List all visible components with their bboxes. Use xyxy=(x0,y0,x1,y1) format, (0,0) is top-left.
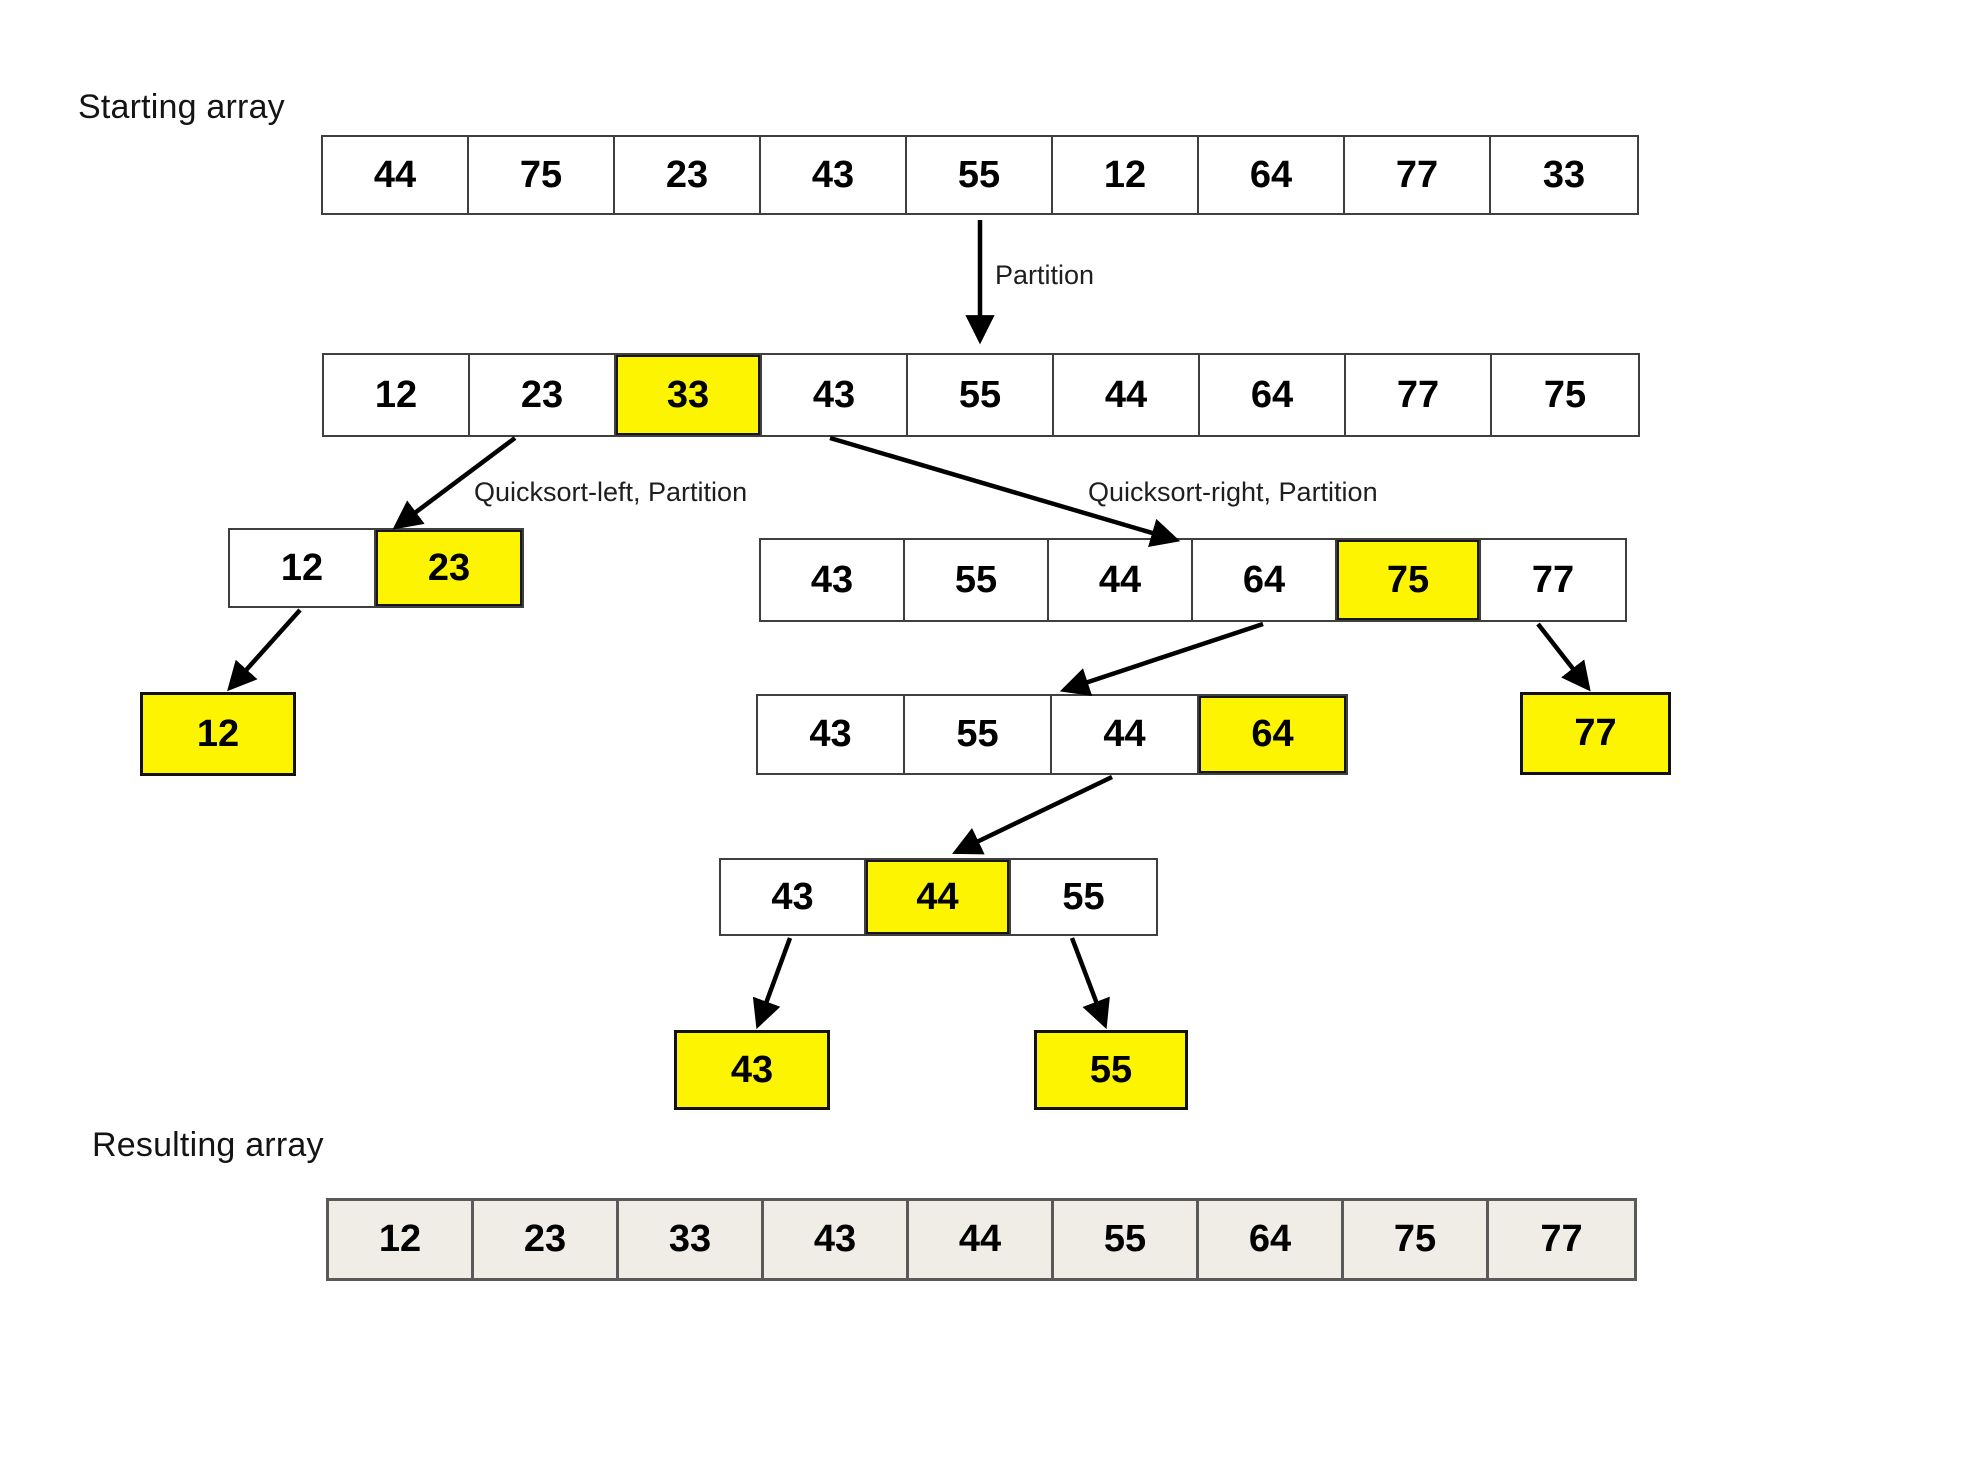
array-cell: 33 xyxy=(1491,137,1637,213)
array-cell: 77 xyxy=(1481,540,1625,620)
array-cell: 44 xyxy=(1054,355,1200,435)
array-cell: 77 xyxy=(1489,1201,1634,1278)
array-cell: 44 xyxy=(1049,540,1193,620)
array-cell: 44 xyxy=(323,137,469,213)
array-cell: 12 xyxy=(1053,137,1199,213)
partition-label: Partition xyxy=(995,260,1095,290)
array-cell: 55 xyxy=(905,696,1052,773)
array-cell: 23 xyxy=(376,530,522,606)
array-cell: 12 xyxy=(324,355,470,435)
array-cell: 43 xyxy=(762,355,908,435)
array-cell: 44 xyxy=(1052,696,1199,773)
sorted-box-12: 12 xyxy=(140,692,296,776)
array-cell: 55 xyxy=(1054,1201,1199,1278)
array-cell: 75 xyxy=(469,137,615,213)
array-cell: 77 xyxy=(1345,137,1491,213)
array-cell: 23 xyxy=(615,137,761,213)
array-cell: 43 xyxy=(758,696,905,773)
array-cell: 44 xyxy=(909,1201,1054,1278)
arrow-three-to-43 xyxy=(752,937,793,1030)
sorted-box-55: 55 xyxy=(1034,1030,1188,1110)
array-cell: 64 xyxy=(1199,1201,1344,1278)
array-cell: 23 xyxy=(474,1201,619,1278)
starting-array-label: Starting array xyxy=(78,88,285,126)
array-cell: 55 xyxy=(908,355,1054,435)
array-cell: 43 xyxy=(761,137,907,213)
array-cell: 33 xyxy=(619,1201,764,1278)
array-cell: 55 xyxy=(1011,860,1156,934)
array-cell: 64 xyxy=(1200,355,1346,435)
array-cell: 44 xyxy=(866,860,1011,934)
arrow-three-to-55 xyxy=(1069,937,1110,1030)
array-cell: 43 xyxy=(761,540,905,620)
array-cell: 75 xyxy=(1344,1201,1489,1278)
sorted-box-43: 43 xyxy=(674,1030,830,1110)
array-cell: 55 xyxy=(1037,1033,1185,1107)
arrow-left-to-12 xyxy=(227,608,302,692)
array-cell: 33 xyxy=(616,355,762,435)
array-cell: 43 xyxy=(677,1033,827,1107)
sorted-box-77: 77 xyxy=(1520,692,1671,775)
array-cell: 75 xyxy=(1337,540,1481,620)
quicksort-left-label: Quicksort-left, Partition xyxy=(474,477,748,507)
array-cell: 12 xyxy=(230,530,376,606)
quicksort-right-label: Quicksort-right, Partition xyxy=(1088,477,1378,507)
resulting-array-label: Resulting array xyxy=(92,1126,324,1164)
array-cell: 55 xyxy=(907,137,1053,213)
array-cell: 64 xyxy=(1199,137,1345,213)
arrow-right-to-four xyxy=(1059,621,1264,697)
array-cell: 23 xyxy=(470,355,616,435)
array-cell: 64 xyxy=(1199,696,1346,773)
array-cell: 12 xyxy=(329,1201,474,1278)
array-cell: 12 xyxy=(143,695,293,773)
array-cell: 64 xyxy=(1193,540,1337,620)
array-cell: 75 xyxy=(1492,355,1638,435)
array-cell: 43 xyxy=(721,860,866,934)
array-cell: 55 xyxy=(905,540,1049,620)
array-cell: 77 xyxy=(1523,695,1668,772)
arrow-right-to-77 xyxy=(1536,622,1591,692)
array-cell: 77 xyxy=(1346,355,1492,435)
array-cell: 43 xyxy=(764,1201,909,1278)
arrow-four-to-three xyxy=(952,774,1113,855)
